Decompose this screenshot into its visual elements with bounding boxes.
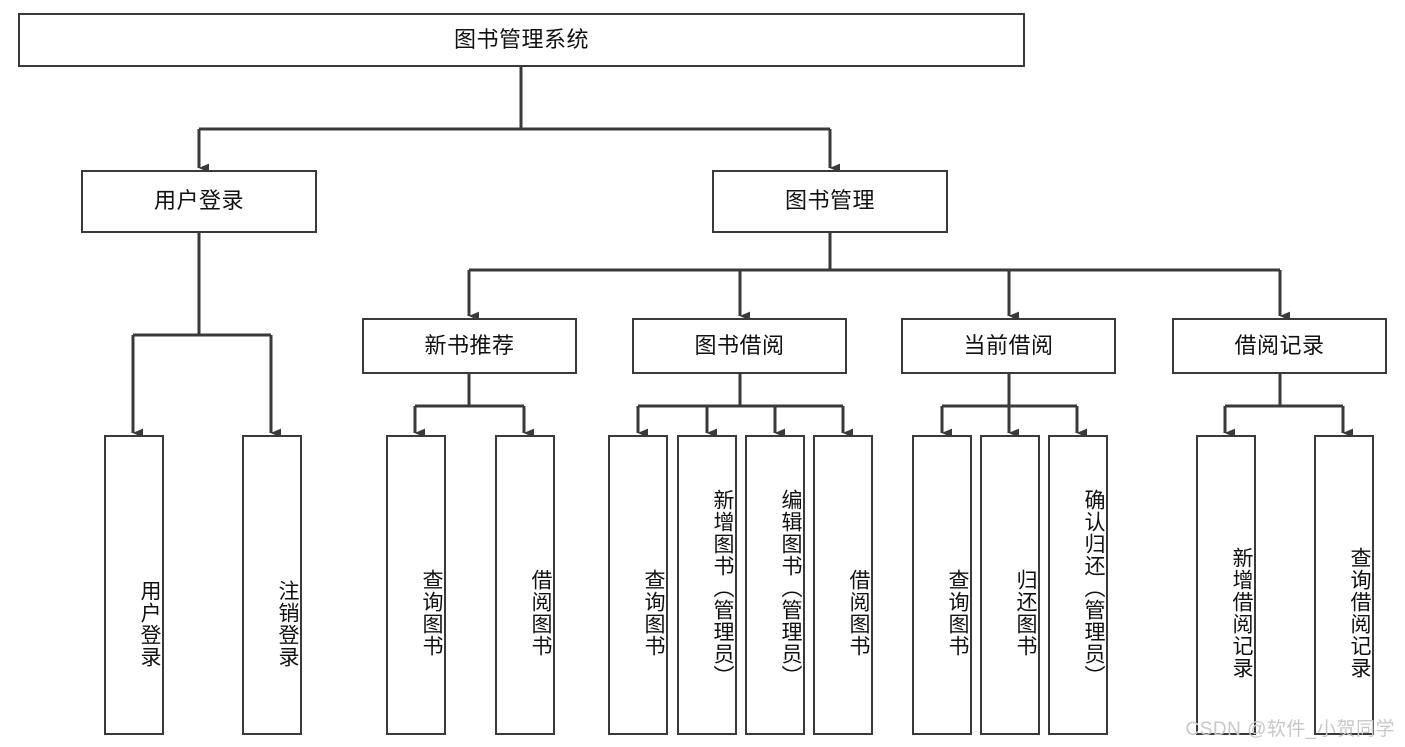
node-new-book-recommendation[interactable]: 新书推荐 — [362, 318, 577, 374]
node-label: 借阅图书 — [529, 569, 552, 657]
node-label: 借阅图书 — [847, 569, 870, 657]
node-label: 查询图书 — [946, 569, 969, 657]
node-label: 用户登录 — [138, 580, 161, 668]
leaf-current-confirm-return-admin[interactable]: 确认归还（管理员） — [1048, 435, 1108, 735]
node-label: 查询借阅记录 — [1348, 547, 1371, 679]
leaf-user-login-signout[interactable]: 注销登录 — [242, 435, 302, 735]
node-label: 查询图书 — [642, 569, 665, 657]
leaf-borrow-add-book-admin[interactable]: 新增图书（管理员） — [677, 435, 737, 735]
leaf-current-return-book[interactable]: 归还图书 — [980, 435, 1040, 735]
leaf-new-book-borrow[interactable]: 借阅图书 — [495, 435, 555, 735]
node-label: 图书管理系统 — [453, 26, 589, 52]
leaf-borrow-query-book[interactable]: 查询图书 — [608, 435, 668, 735]
node-book-borrowing[interactable]: 图书借阅 — [632, 318, 847, 374]
node-label: 新增图书（管理员） — [711, 489, 734, 687]
node-label: 新书推荐 — [424, 332, 515, 358]
leaf-borrow-borrow-book[interactable]: 借阅图书 — [813, 435, 873, 735]
node-label: 编辑图书（管理员） — [779, 489, 802, 687]
node-label: 新增借阅记录 — [1230, 547, 1253, 679]
node-label: 确认归还（管理员） — [1082, 489, 1105, 687]
csdn-watermark: CSDN @软件_小贺同学 — [1185, 719, 1395, 740]
node-label: 用户登录 — [153, 188, 244, 214]
leaf-new-book-query[interactable]: 查询图书 — [386, 435, 446, 735]
node-root-book-management-system[interactable]: 图书管理系统 — [18, 13, 1025, 67]
leaf-record-query-borrow-record[interactable]: 查询借阅记录 — [1314, 435, 1374, 735]
leaf-record-add-borrow-record[interactable]: 新增借阅记录 — [1196, 435, 1256, 735]
node-label: 图书借阅 — [694, 332, 785, 358]
node-label: 注销登录 — [276, 580, 299, 668]
node-label: 借阅记录 — [1234, 332, 1325, 358]
node-borrowing-records[interactable]: 借阅记录 — [1172, 318, 1387, 374]
node-label: 查询图书 — [420, 569, 443, 657]
node-label: 图书管理 — [784, 188, 875, 214]
node-label: 归还图书 — [1014, 569, 1037, 657]
leaf-current-query-book[interactable]: 查询图书 — [912, 435, 972, 735]
leaf-borrow-edit-book-admin[interactable]: 编辑图书（管理员） — [745, 435, 805, 735]
node-label: 当前借阅 — [963, 332, 1054, 358]
leaf-user-login-signin[interactable]: 用户登录 — [104, 435, 164, 735]
node-book-management[interactable]: 图书管理 — [712, 170, 948, 233]
node-current-borrowing[interactable]: 当前借阅 — [901, 318, 1116, 374]
node-user-login[interactable]: 用户登录 — [81, 170, 317, 233]
